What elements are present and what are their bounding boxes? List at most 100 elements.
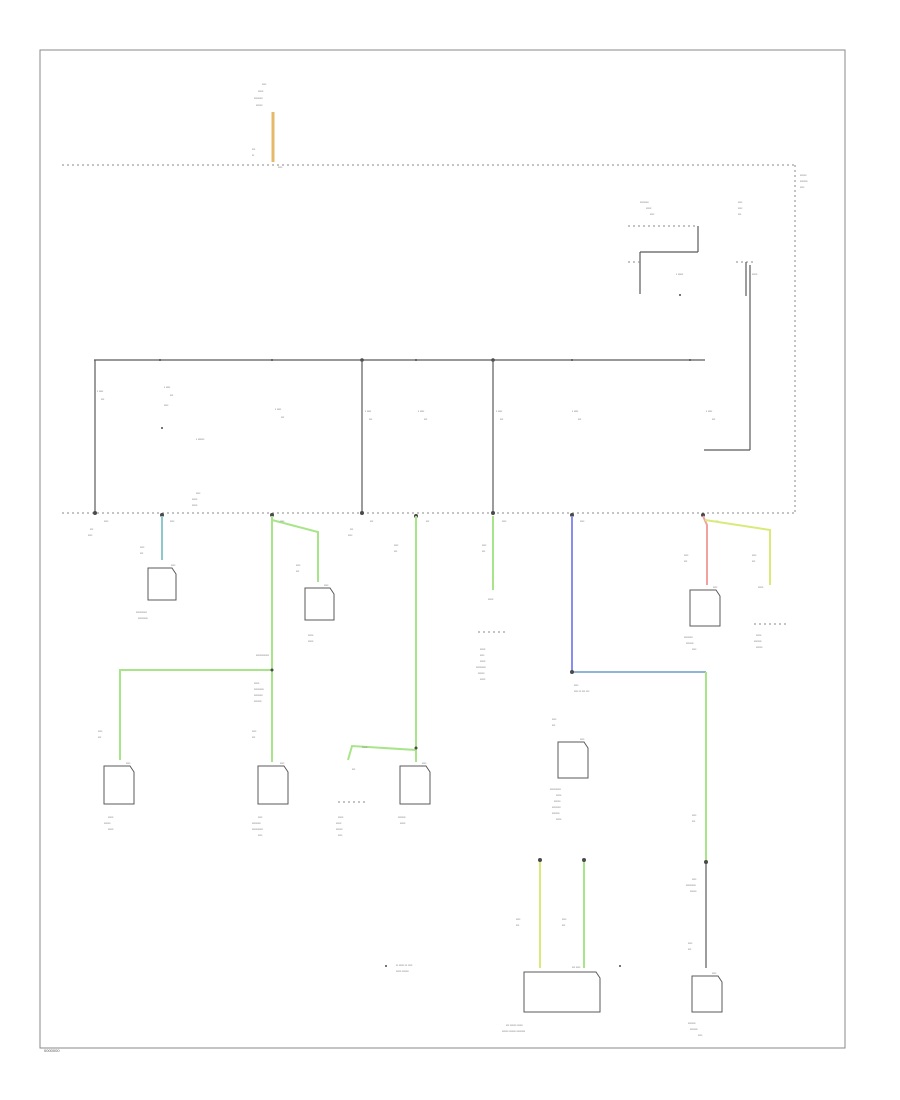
svg-text:▪▪▪▪▪▪: ▪▪▪▪▪▪ [800, 173, 806, 177]
svg-text:▪▪▪▪▪▪▪▪: ▪▪▪▪▪▪▪▪ [640, 200, 649, 204]
connectors: ▪▪▪▪ ▪▪▪▪▪▪▪ ▪▪▪▪▪▪▪▪▪▪▪▪▪▪▪▪▪▪▪ ▪▪▪▪ ▪▪… [98, 543, 786, 1037]
connector-9: ▪▪▪▪▪ ▪▪▪▪▪▪▪ ▪▪▪▪▪▪▪▪▪▪▪▪▪▪▪▪▪▪ [752, 553, 786, 649]
svg-text:▪▪▪: ▪▪▪ [394, 549, 397, 553]
svg-text:▪▪▪▪▪▪▪: ▪▪▪▪▪▪▪ [690, 1027, 697, 1031]
svg-text:▪▪▪▪: ▪▪▪▪ [688, 941, 692, 945]
svg-text:▪▪▪▪: ▪▪▪▪ [692, 813, 696, 817]
svg-text:▪▪▪: ▪▪▪ [684, 559, 687, 563]
svg-text:▪▪▪: ▪▪▪ [352, 767, 355, 771]
svg-text:▪▪▪▪: ▪▪▪▪ [394, 543, 398, 547]
svg-text:▪▪▪▪▪▪: ▪▪▪▪▪▪ [336, 827, 342, 831]
svg-text:▪▪▪▪▪▪ ▪▪▪▪▪▪ ▪▪▪▪▪▪▪▪: ▪▪▪▪▪▪ ▪▪▪▪▪▪ ▪▪▪▪▪▪▪▪ [502, 1029, 525, 1033]
svg-text:▪▪▪▪▪: ▪▪▪▪▪ [308, 639, 313, 643]
svg-text:▪▪▪: ▪▪▪ [98, 735, 101, 739]
diagram-code: 0000000 [44, 1048, 60, 1053]
svg-text:▪▪▪▪: ▪▪▪▪ [752, 553, 756, 557]
svg-text:▪▪▪: ▪▪▪ [370, 519, 373, 523]
ccu-output-pins: ▪▪▪▪ ▪▪▪▪ ▪▪▪▪ ▪▪▪ ▪▪▪ ▪▪▪▪ ▪▪▪▪ ▪▪▪▪ ▪▪… [88, 511, 718, 537]
svg-text:▪▪▪▪: ▪▪▪▪ [171, 563, 175, 567]
svg-text:▪▪▪: ▪▪▪ [516, 923, 519, 927]
svg-text:▪▪▪▪▪▪▪: ▪▪▪▪▪▪▪ [686, 641, 693, 645]
svg-text:▪▪▪▪: ▪▪▪▪ [650, 212, 654, 216]
svg-text:▪▪▪: ▪▪▪ [426, 519, 429, 523]
svg-text:▪▪▪: ▪▪▪ [552, 723, 555, 727]
svg-text:▪▪▪▪: ▪▪▪▪ [140, 545, 144, 549]
svg-text:▪▪▪▪▪▪▪▪▪▪: ▪▪▪▪▪▪▪▪▪▪ [550, 787, 561, 791]
svg-text:▪▪▪▪▪▪▪: ▪▪▪▪▪▪▪ [800, 179, 807, 183]
svg-text:▪▪▪▪▪▪▪▪: ▪▪▪▪▪▪▪▪ [254, 693, 263, 697]
svg-text:▪▪▪▪: ▪▪▪▪ [580, 519, 584, 523]
svg-text:▪▪▪▪▪: ▪▪▪▪▪ [488, 597, 493, 601]
svg-text:▪▪▪: ▪▪▪ [140, 551, 143, 555]
svg-text:▪▪▪▪▪: ▪▪▪▪▪ [108, 815, 113, 819]
svg-text:▪▪▪: ▪▪▪ [90, 527, 93, 531]
svg-text:▪▪▪▪: ▪▪▪▪ [502, 519, 506, 523]
connector-8: ▪▪▪▪ ▪▪▪▪▪▪▪ ▪▪▪▪▪▪▪▪▪▪▪▪▪▪▪▪▪▪▪ [684, 553, 721, 651]
svg-text:▪▪▪: ▪▪▪ [369, 417, 372, 421]
svg-text:▪ ▪▪▪▪▪: ▪ ▪▪▪▪▪ [676, 272, 683, 276]
svg-text:▪▪▪▪: ▪▪▪▪ [552, 717, 556, 721]
svg-text:▪▪▪: ▪▪▪ [712, 417, 715, 421]
connector-4: ▪▪▪▪ ▪▪▪▪▪▪▪ ▪▪▪▪▪▪▪▪▪▪▪▪ ▪▪▪▪▪▪▪▪▪▪▪▪▪▪… [252, 653, 289, 837]
svg-text:▪▪▪▪▪▪▪: ▪▪▪▪▪▪▪ [754, 639, 761, 643]
wire-yellow-green-right [704, 519, 771, 585]
svg-text:▪▪▪: ▪▪▪ [562, 923, 565, 927]
svg-text:▪▪▪: ▪▪▪ [688, 947, 691, 951]
svg-text:▪ ▪▪▪▪: ▪ ▪▪▪▪ [365, 409, 371, 413]
svg-text:▪▪▪▪: ▪▪▪▪ [713, 585, 717, 589]
svg-text:▪▪▪▪▪▪▪▪▪: ▪▪▪▪▪▪▪▪▪ [254, 687, 264, 691]
svg-text:▪ ▪▪▪▪: ▪ ▪▪▪▪ [164, 385, 170, 389]
connector-6: ▪▪▪▪▪▪▪▪▪▪▪▪▪▪▪▪▪▪▪▪ [336, 801, 366, 837]
svg-text:▪▪▪▪: ▪▪▪▪ [252, 729, 256, 733]
svg-text:▪▪▪▪▪▪▪: ▪▪▪▪▪▪▪ [688, 1021, 695, 1025]
svg-text:▪▪▪▪: ▪▪▪▪ [262, 82, 266, 86]
diagram-frame [39, 49, 846, 1049]
svg-text:▪ ▪▪▪▪: ▪ ▪▪▪▪ [706, 409, 712, 413]
svg-text:▪▪▪▪▪▪▪▪▪▪: ▪▪▪▪▪▪▪▪▪▪ [136, 610, 147, 614]
svg-text:▪▪▪▪: ▪▪▪▪ [482, 543, 486, 547]
svg-text:▪▪▪▪▪: ▪▪▪▪▪ [336, 821, 341, 825]
svg-text:▪▪▪▪: ▪▪▪▪ [280, 519, 284, 523]
svg-text:▪▪▪▪: ▪▪▪▪ [278, 165, 282, 169]
wire-green-left-switch [347, 744, 417, 761]
svg-text:▪▪▪: ▪▪▪ [281, 415, 284, 419]
svg-text:▪▪▪: ▪▪▪ [424, 417, 427, 421]
svg-text:▪▪▪▪: ▪▪▪▪ [338, 833, 342, 837]
connector-1: ▪▪▪▪ ▪▪▪▪▪▪▪ ▪▪▪▪▪▪▪▪▪▪▪▪▪▪▪▪▪▪▪ [136, 545, 177, 620]
svg-text:▪▪▪▪: ▪▪▪▪ [324, 583, 328, 587]
svg-text:▪▪▪: ▪▪▪ [101, 397, 104, 401]
svg-text:▪ ▪▪▪▪: ▪ ▪▪▪▪ [496, 409, 502, 413]
svg-text:▪▪▪▪▪▪▪: ▪▪▪▪▪▪▪ [398, 815, 405, 819]
central-control-unit: ▪▪▪▪▪▪ ▪▪▪▪▪▪▪ ▪▪▪▪ [62, 164, 807, 515]
svg-text:▪ ▪▪▪▪: ▪ ▪▪▪▪ [97, 389, 103, 393]
wire-green-branch-left [119, 669, 272, 760]
svg-text:▪ ▪▪▪▪: ▪ ▪▪▪▪ [572, 409, 578, 413]
svg-text:▪▪▪▪: ▪▪▪▪ [196, 491, 200, 495]
svg-text:▪▪▪▪: ▪▪▪▪ [258, 833, 262, 837]
svg-text:▪▪▪▪▪▪: ▪▪▪▪▪▪ [256, 103, 262, 107]
svg-text:▪▪▪▪: ▪▪▪▪ [712, 971, 716, 975]
connector-2: ▪▪▪▪ ▪▪▪▪▪▪▪ ▪▪▪▪▪▪▪▪▪▪ [296, 563, 335, 643]
svg-text:▪▪▪▪: ▪▪▪▪ [698, 1033, 702, 1037]
svg-text:▪▪▪▪: ▪▪▪▪ [684, 553, 688, 557]
svg-text:▪▪▪▪▪▪▪▪▪▪: ▪▪▪▪▪▪▪▪▪▪ [252, 827, 263, 831]
svg-text:▪▪▪▪▪: ▪▪▪▪▪ [258, 89, 263, 93]
svg-text:▪▪▪▪▪: ▪▪▪▪▪ [752, 272, 757, 276]
svg-text:▪▪▪▪: ▪▪▪▪ [126, 761, 130, 765]
svg-text:▪▪▪▪: ▪▪▪▪ [562, 917, 566, 921]
connector-12: ▪▪▪▪▪▪▪ ▪▪▪▪▪▪▪ ▪▪▪ ▪▪▪▪ ▪▪▪ ▪▪▪▪▪▪ ▪▪▪▪… [502, 917, 621, 1033]
svg-text:▪▪▪▪: ▪▪▪▪ [738, 200, 742, 204]
svg-text:▪▪▪▪: ▪▪▪▪ [170, 519, 174, 523]
svg-text:▪▪▪: ▪▪▪ [738, 212, 741, 216]
svg-text:▪▪▪: ▪▪▪ [252, 735, 255, 739]
svg-text:▪ ▪▪▪▪: ▪ ▪▪▪▪ [418, 409, 424, 413]
svg-text:▪▪▪▪: ▪▪▪▪ [480, 653, 484, 657]
svg-text:▪▪▪: ▪▪▪ [692, 819, 695, 823]
svg-text:▪▪▪▪▪: ▪▪▪▪▪ [758, 585, 763, 589]
svg-text:▪ ▪▪▪▪▪▪: ▪ ▪▪▪▪▪▪ [196, 437, 204, 441]
svg-text:▪▪▪▪▪: ▪▪▪▪▪ [480, 659, 485, 663]
svg-text:▪▪▪▪: ▪▪▪▪ [164, 403, 168, 407]
colored-wires [119, 515, 771, 968]
svg-text:▪▪▪▪▪: ▪▪▪▪▪ [108, 827, 113, 831]
